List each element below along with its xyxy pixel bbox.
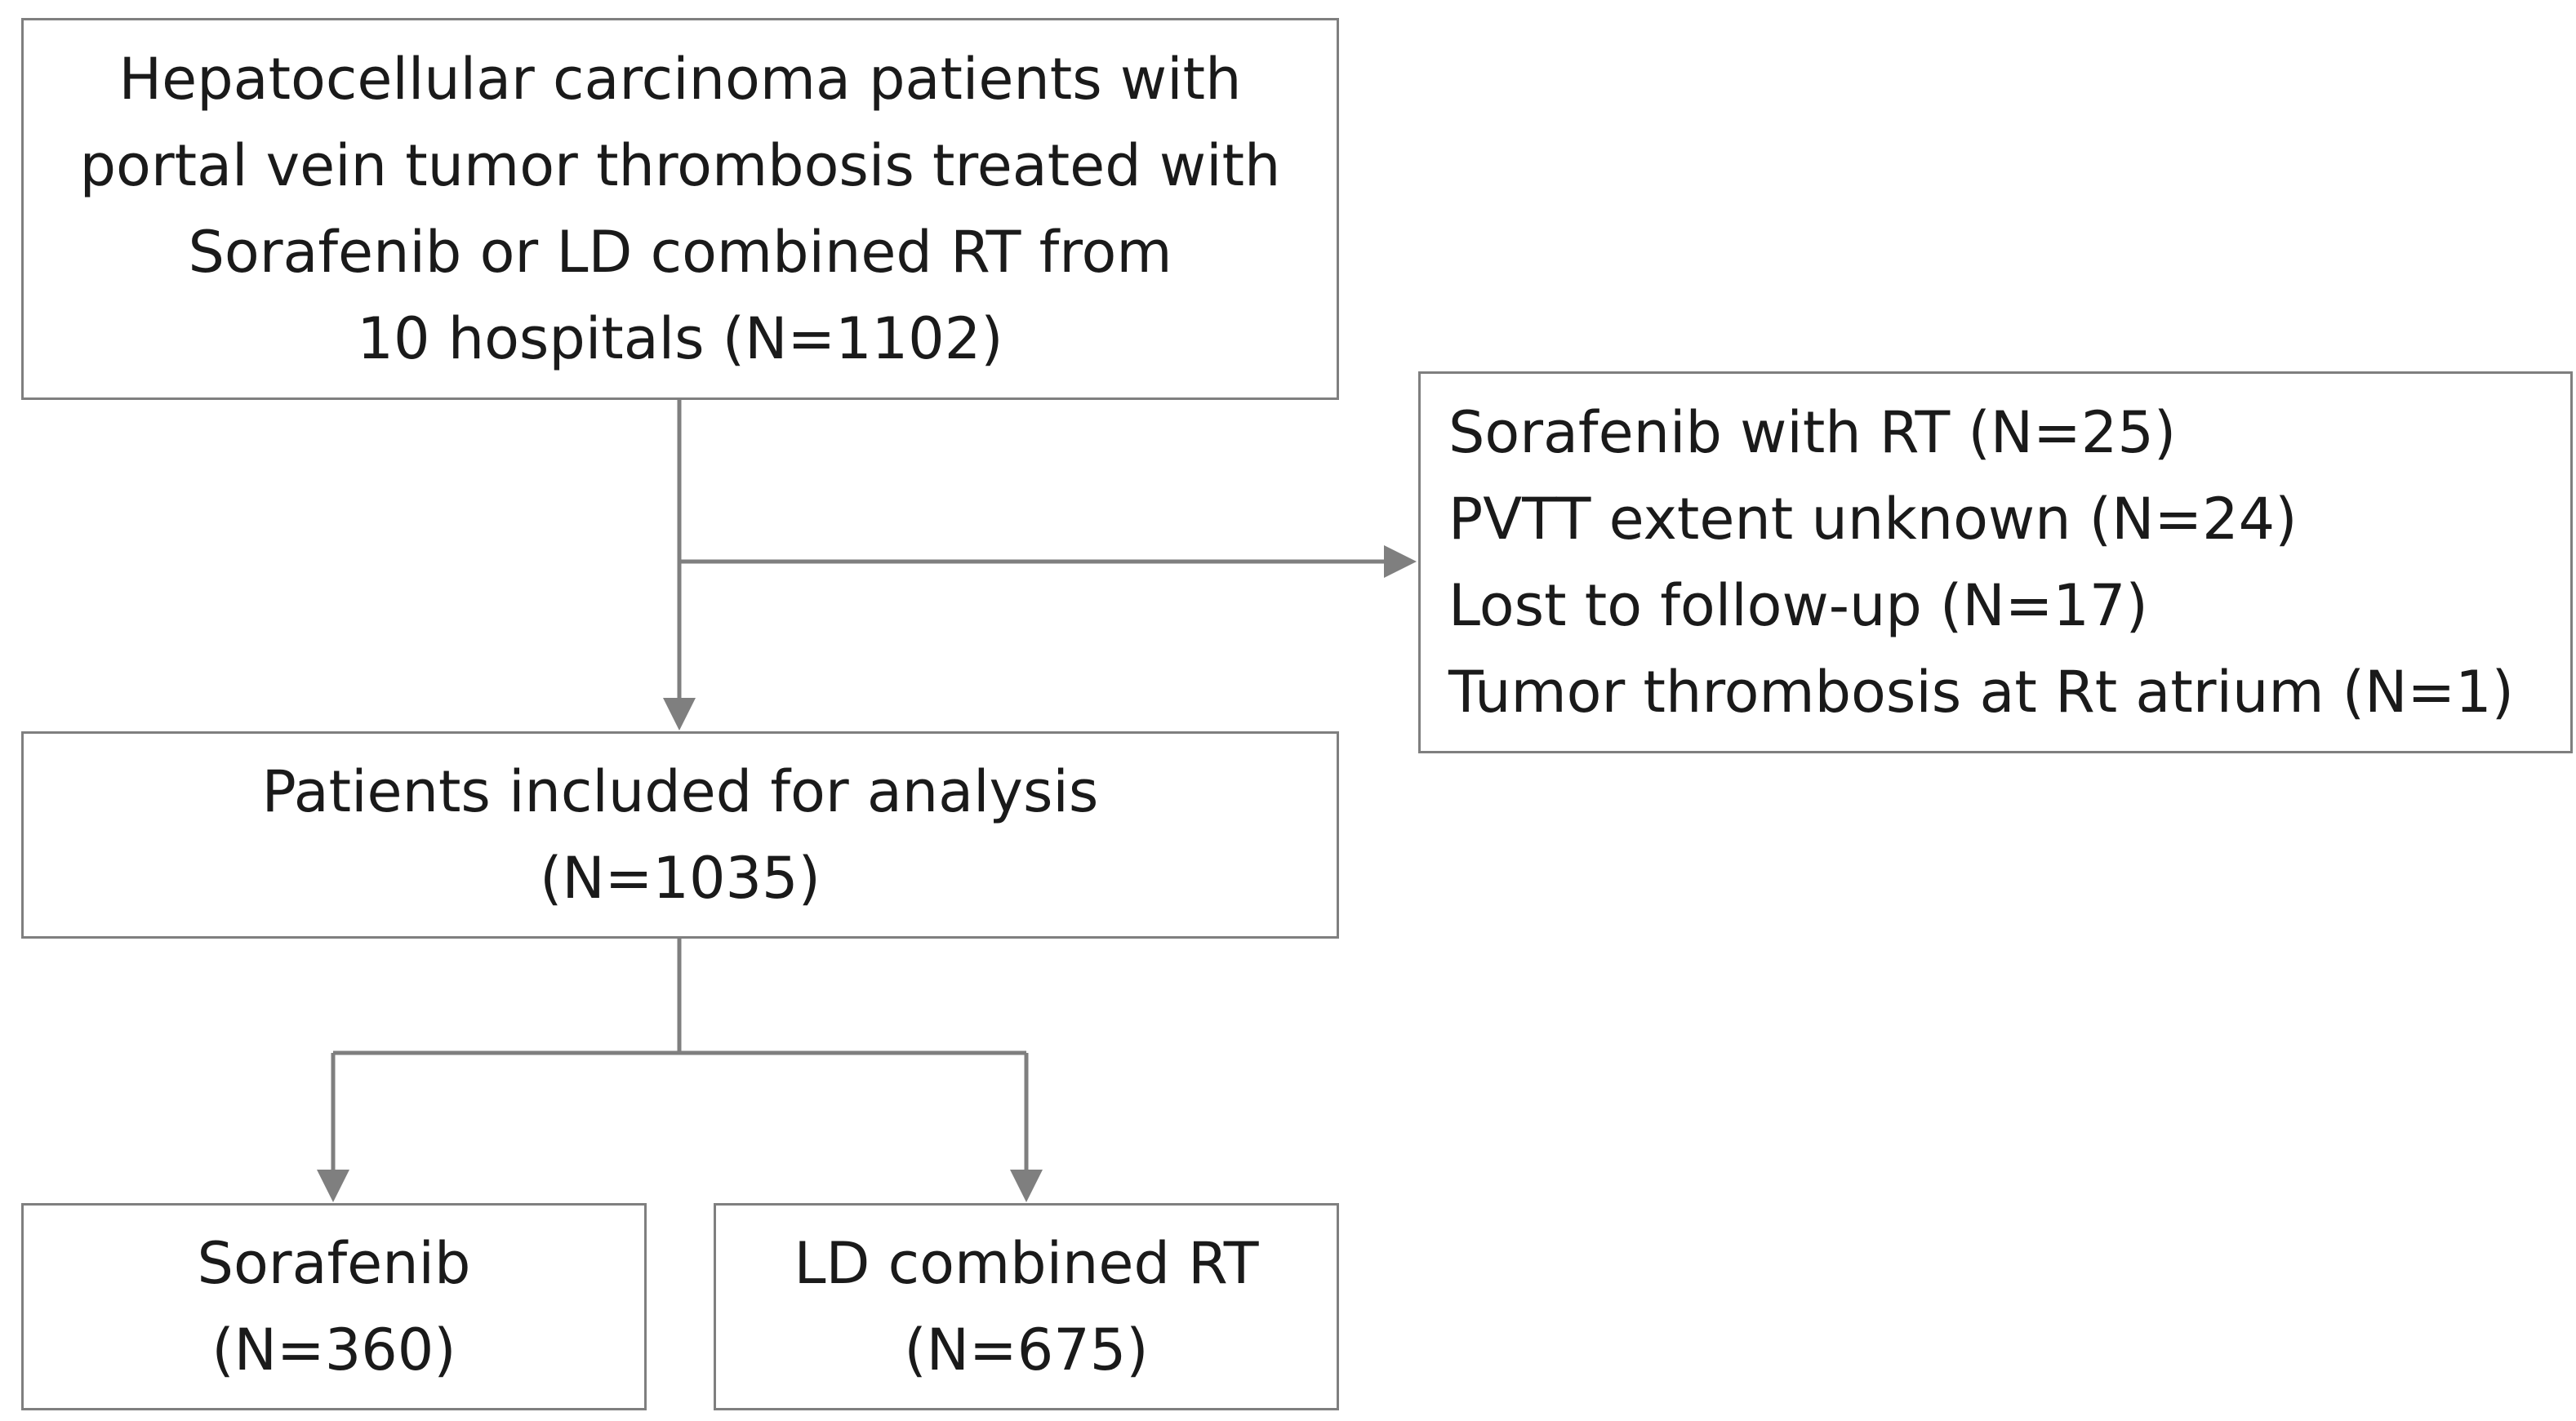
sorafenib-line-2: (N=360) [211,1317,456,1383]
exclusion-line-3: Lost to follow-up (N=17) [1448,572,2148,639]
sorafenib-line-1: Sorafenib [197,1230,471,1297]
exclusion-line-1: Sorafenib with RT (N=25) [1448,399,2177,466]
sorafenib-group-box: Sorafenib (N=360) [21,1203,647,1410]
exclusion-line-4: Tumor thrombosis at Rt atrium (N=1) [1448,659,2514,726]
source-line-2: portal vein tumor thrombosis treated wit… [79,132,1281,199]
included-line-1: Patients included for analysis [261,758,1099,825]
ld-line-1: LD combined RT [794,1230,1259,1297]
ld-combined-rt-group-box: LD combined RT (N=675) [714,1203,1339,1410]
exclusion-line-2: PVTT extent unknown (N=24) [1448,486,2298,553]
source-line-1: Hepatocellular carcinoma patients with [118,46,1242,113]
source-line-3: Sorafenib or LD combined RT from [188,219,1172,286]
source-population-box: Hepatocellular carcinoma patients with p… [21,18,1339,400]
included-line-2: (N=1035) [540,845,821,912]
exclusion-box: Sorafenib with RT (N=25) PVTT extent unk… [1418,371,2573,753]
ld-line-2: (N=675) [904,1317,1149,1383]
included-patients-box: Patients included for analysis (N=1035) [21,731,1339,939]
source-line-4: 10 hospitals (N=1102) [357,305,1003,372]
